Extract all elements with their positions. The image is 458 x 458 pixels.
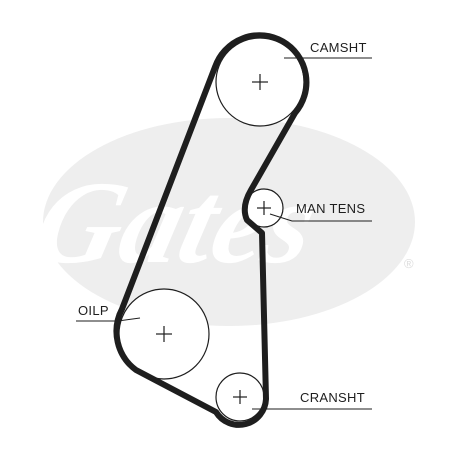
- camshaft-pulley: [215, 37, 305, 127]
- gates-logo-watermark: Gates ®: [23, 118, 415, 326]
- timing-belt: [113, 32, 310, 428]
- oil-pump-leader-line: [76, 317, 141, 322]
- tensioner-leader-line: [269, 213, 372, 222]
- watermark-trademark: ®: [404, 256, 414, 271]
- watermark-wordmark: Gates: [23, 157, 331, 288]
- tensioner-label: MAN TENS: [296, 201, 365, 216]
- oil-pump-label: OILP: [78, 303, 109, 318]
- crankshaft-pulley: [215, 372, 265, 422]
- camshaft-label: CAMSHT: [310, 40, 367, 55]
- crankshaft-label: CRANSHT: [300, 390, 365, 405]
